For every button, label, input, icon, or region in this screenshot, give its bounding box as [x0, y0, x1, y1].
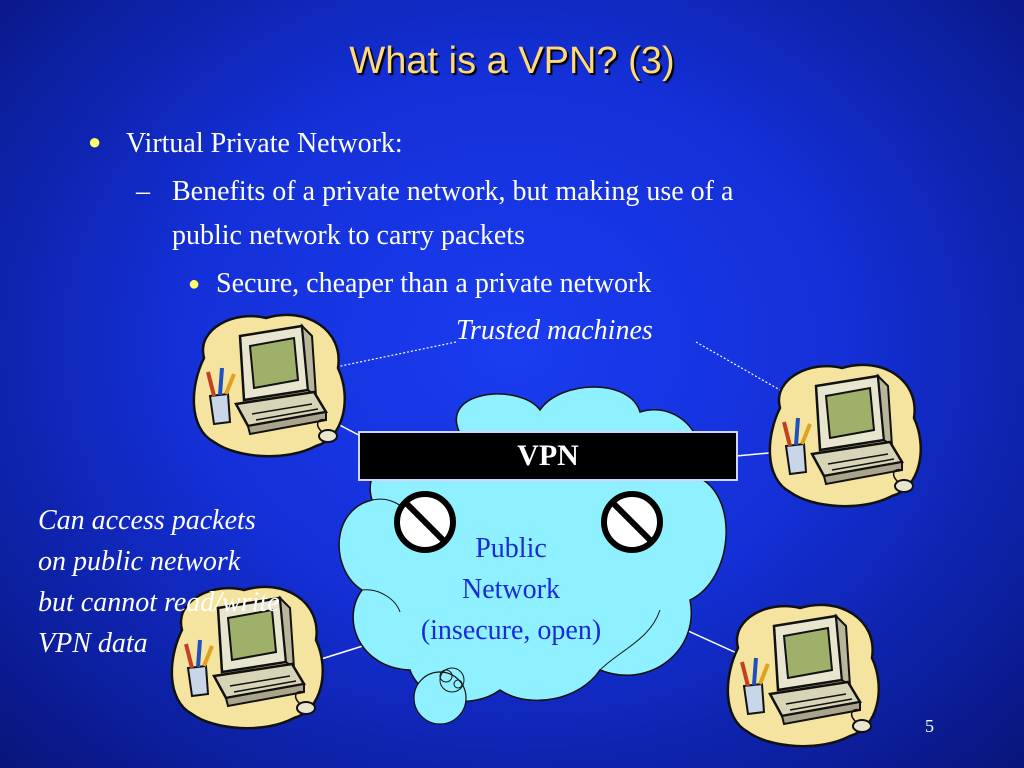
public-network-line: Network — [462, 574, 560, 605]
vpn-label: VPN — [517, 439, 579, 472]
trusted-machines-label: Trusted machines — [456, 315, 653, 346]
public-network-line: (insecure, open) — [420, 615, 602, 646]
vpn-tunnel-bar: VPN — [358, 431, 738, 481]
bullet-level-2: –Benefits of a private network, but maki… — [136, 176, 733, 208]
bullet-text: Virtual Private Network: — [126, 128, 403, 159]
bullet-level-3: ● Secure, cheaper than a private network — [188, 268, 651, 300]
slide-title: What is a VPN? (3) — [349, 40, 675, 82]
page-number: 5 — [925, 716, 934, 736]
attacker-note-line: Can access packets — [38, 505, 256, 536]
public-network-line: Public — [475, 533, 547, 564]
bullet-level-2-continuation: public network to carry packets — [172, 220, 525, 251]
attacker-note-line: VPN data — [38, 628, 148, 659]
computer-icon — [767, 362, 923, 509]
bullet-level-1: ● Virtual Private Network: — [88, 128, 403, 160]
bullet-text: Benefits of a private network, but makin… — [172, 176, 734, 207]
bullet-dash-icon: – — [136, 176, 150, 207]
public-network-label: Public Network (insecure, open) — [386, 528, 636, 651]
attacker-note-line: but cannot read/write — [38, 587, 280, 618]
computer-icon — [725, 602, 881, 749]
attacker-note-line: on public network — [38, 546, 241, 577]
computer-icon — [191, 312, 347, 459]
attacker-note: Can access packets on public network but… — [38, 500, 280, 664]
bullet-dot-icon: ● — [88, 129, 102, 154]
bullet-text: Secure, cheaper than a private network — [216, 268, 652, 299]
bullet-dot-icon: ● — [188, 273, 201, 295]
